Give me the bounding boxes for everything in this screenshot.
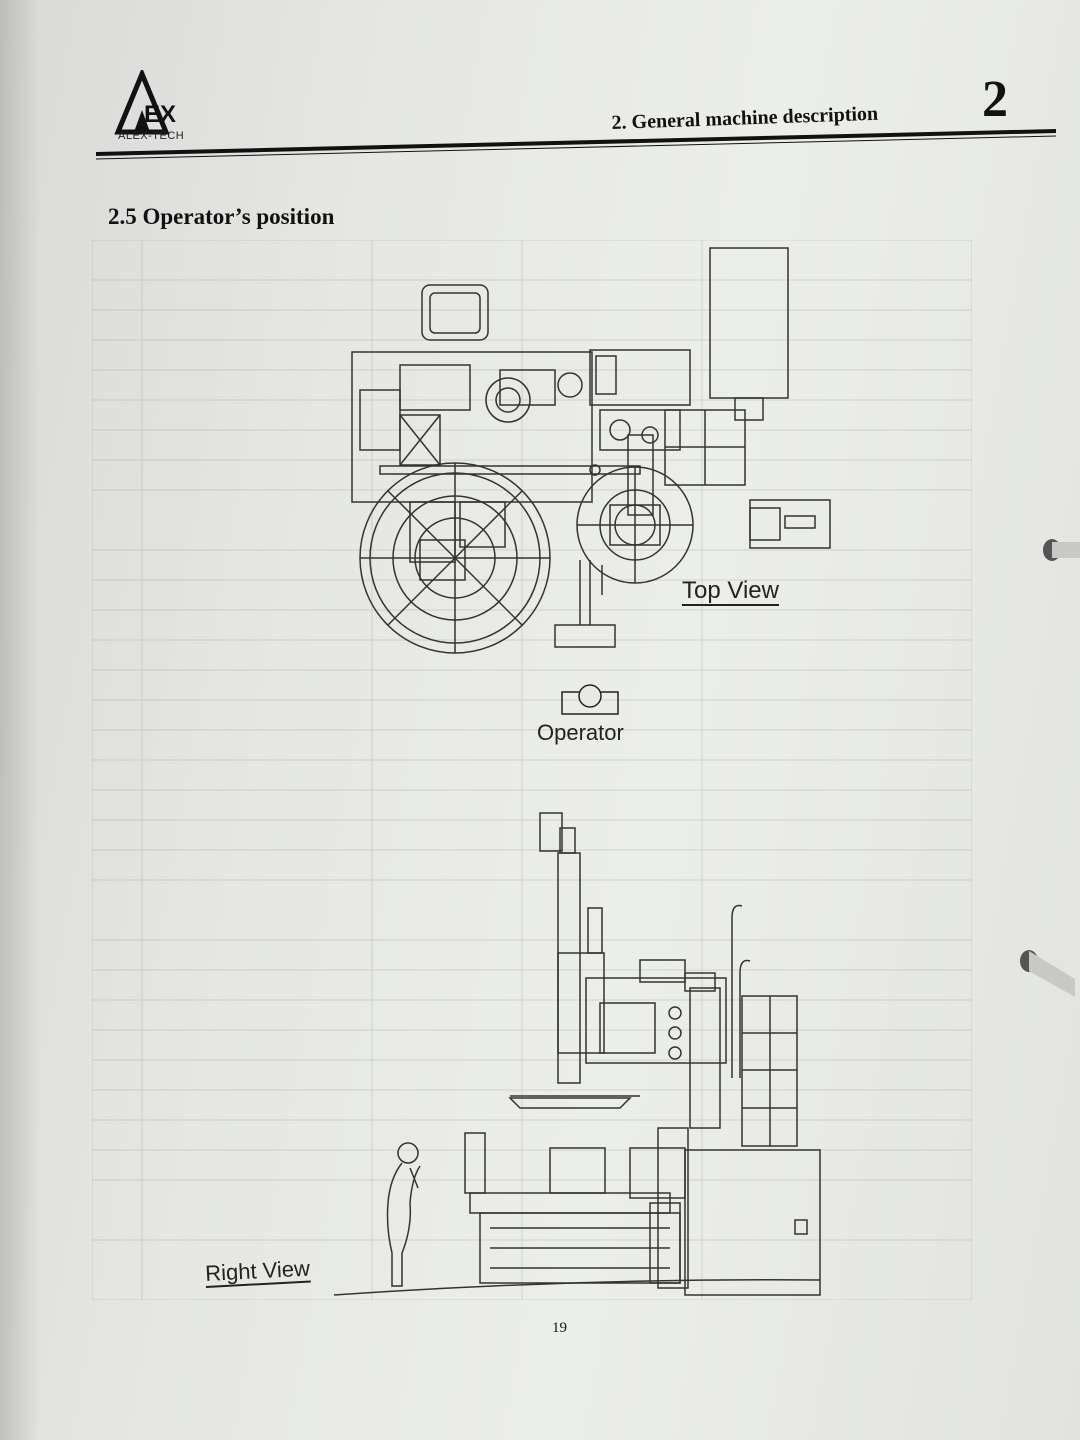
operator-icon: [561, 684, 619, 715]
header-rule: [96, 129, 1057, 160]
right-view-drawing: [333, 812, 821, 1296]
logo-text: ALEX-TECH: [118, 130, 185, 142]
alex-tech-logo: EX: [114, 70, 176, 135]
top-view-drawing: [351, 247, 831, 654]
right-view-label: Right View: [204, 1255, 311, 1288]
binder-ring-icon: [1043, 539, 1080, 561]
binder-ring-icon: [1020, 950, 1075, 997]
top-view-label: Top View: [682, 577, 779, 606]
page-number: 19: [552, 1320, 567, 1336]
operator-label: Operator: [537, 720, 624, 745]
chapter-number: 2: [982, 71, 1008, 128]
svg-text:EX: EX: [144, 101, 176, 128]
show-through-table: [92, 240, 972, 1300]
section-title: 2.5 Operator’s position: [108, 204, 335, 229]
page-edge-shadow: [0, 0, 40, 1440]
